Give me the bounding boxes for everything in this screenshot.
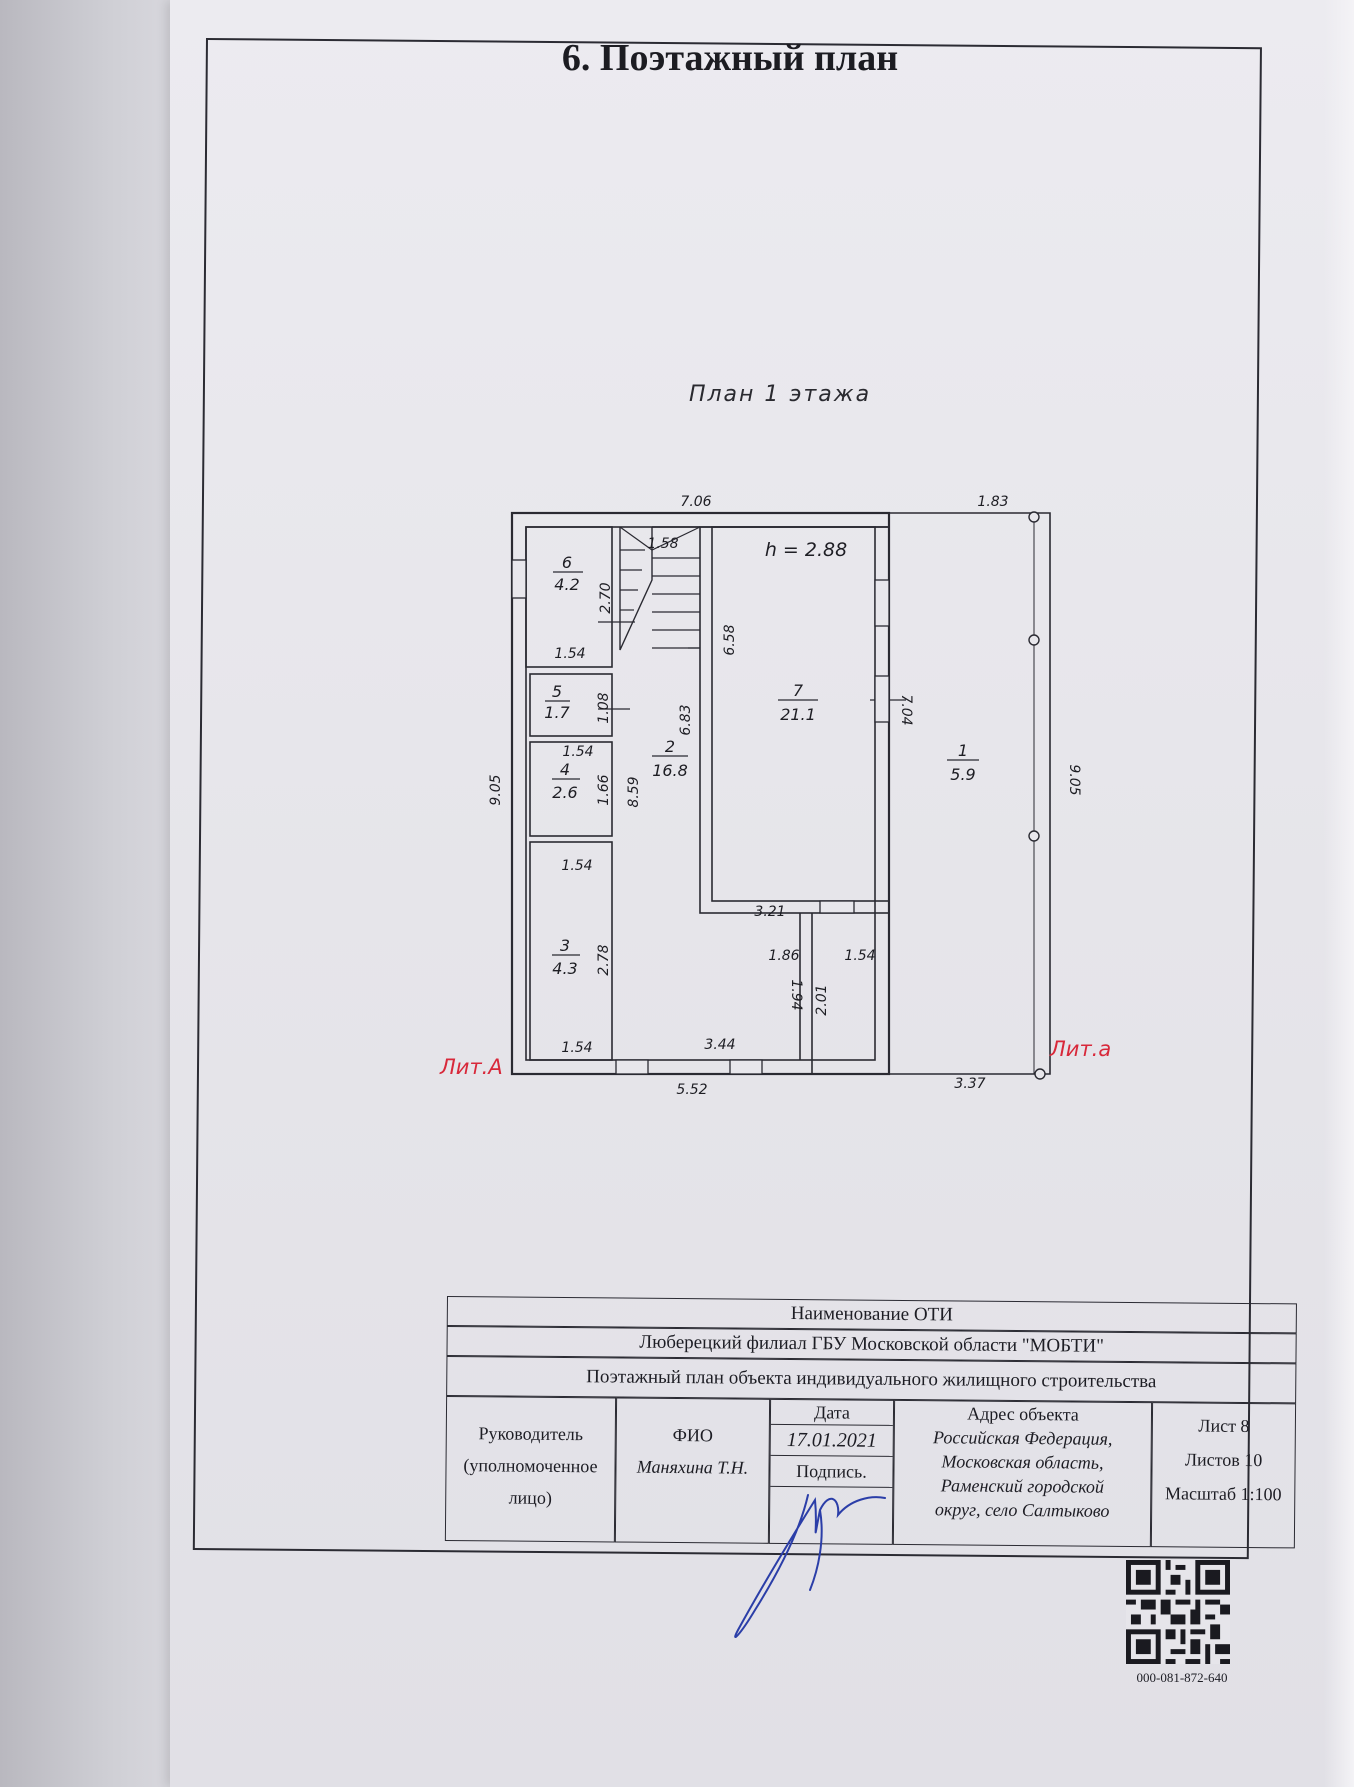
sheets-label: Листов 10 — [1184, 1449, 1263, 1471]
lit-main-label: Лит.А — [439, 1055, 503, 1079]
dim-top-main: 7.06 — [680, 494, 711, 510]
dim-room7-bottom: 3.21 — [754, 904, 785, 920]
sheet-edge — [1324, 0, 1354, 1787]
qr-code-icon — [1126, 1560, 1230, 1664]
dim-room4-width: 1.54 — [561, 858, 592, 874]
dim-top-annex: 1.83 — [977, 494, 1008, 510]
signature — [734, 1494, 886, 1638]
binding-shadow — [0, 0, 200, 1787]
head-label-2: (уполномоченное — [463, 1455, 598, 1477]
address-label: Адрес объекта — [967, 1403, 1079, 1425]
room1-number: 1 — [958, 741, 968, 760]
document-title: 6. Поэтажный план — [561, 37, 899, 79]
dim-hall-inner-height: 6.83 — [678, 704, 694, 735]
room2-area: 16.8 — [652, 761, 688, 780]
dim-bottom-main: 5.52 — [676, 1082, 707, 1098]
qr-code-number: 000-081-872-640 — [1136, 1670, 1228, 1685]
room2-number: 2 — [665, 737, 675, 756]
annex-post — [1028, 830, 1040, 842]
address-line-2: Московская область, — [941, 1451, 1104, 1473]
dim-vestibule-left: 1.94 — [788, 979, 804, 1010]
date-value: 17.01.2021 — [770, 1424, 893, 1457]
sheet-cell: Лист 8 Листов 10 Масштаб 1:100 — [1150, 1402, 1297, 1549]
dim-room4-height: 1.66 — [596, 774, 612, 805]
head-label-3: лицо) — [508, 1487, 552, 1508]
dim-room7-right: 7.04 — [898, 694, 914, 725]
annex-outline — [889, 512, 1051, 1075]
address-line-3: Раменский городской — [940, 1475, 1105, 1497]
room6-number: 6 — [562, 553, 572, 572]
head-cell: Руководитель (уполномоченное лицо) — [444, 1395, 617, 1543]
window-left — [511, 559, 527, 599]
annex-post — [1034, 1068, 1046, 1080]
fio-label: ФИО — [672, 1424, 713, 1446]
window-bottom-1 — [615, 1059, 649, 1075]
room5-number: 5 — [552, 682, 562, 701]
dim-hall-height: 8.59 — [626, 776, 642, 807]
room5-area: 1.7 — [544, 703, 570, 722]
scale-label: Масштаб 1:100 — [1164, 1483, 1282, 1505]
dim-bottom-annex: 3.37 — [954, 1076, 985, 1092]
room4-number: 4 — [560, 760, 570, 779]
dim-vestibule-right: 2.01 — [814, 984, 830, 1015]
stair-outline — [619, 527, 653, 651]
dim-stair-width: 1.58 — [647, 536, 678, 552]
window-bottom-2 — [729, 1059, 763, 1075]
head-label-1: Руководитель — [478, 1423, 584, 1445]
window-room7-2 — [874, 675, 890, 723]
room1-area: 5.9 — [950, 765, 975, 784]
date-label: Дата — [770, 1399, 894, 1426]
sheet-label: Лист 8 — [1198, 1415, 1250, 1437]
floor-plan: 6 4.2 5 1.7 4 2.6 3 4.3 2 16.8 7 21.1 1 … — [439, 494, 1110, 1098]
window-room7-bottom — [819, 900, 855, 914]
dim-room3-width: 1.54 — [561, 1040, 592, 1056]
room7-area: 21.1 — [780, 705, 816, 724]
address-line-4: округ, село Салтыково — [934, 1499, 1110, 1521]
annex-post — [1028, 634, 1040, 646]
room5-wall — [529, 673, 613, 737]
dim-room5-height: 1.08 — [596, 692, 612, 723]
address-cell: Адрес объекта Российская Федерация, Моск… — [892, 1399, 1153, 1548]
window-room7-1 — [874, 579, 890, 627]
room3-number: 3 — [560, 936, 570, 955]
room7-number: 7 — [793, 681, 804, 700]
dim-room6-height: 2.70 — [598, 582, 614, 613]
lit-annex-label: Лит.а — [1049, 1037, 1110, 1061]
annex-post — [1028, 511, 1040, 523]
room4-wall — [529, 741, 613, 837]
dim-right-height: 9.05 — [1066, 764, 1082, 795]
dim-room5-width: 1.54 — [562, 744, 593, 760]
dim-corridor-width: 1.86 — [768, 948, 799, 964]
dim-room3-height: 2.78 — [596, 944, 612, 975]
room3-area: 4.3 — [552, 959, 577, 978]
paper-sheet — [170, 0, 1354, 1787]
stair-steps — [620, 549, 700, 649]
dim-hall-bottom: 3.44 — [704, 1037, 735, 1053]
room6-area: 4.2 — [554, 575, 579, 594]
dim-room6-width: 1.54 — [554, 646, 585, 662]
dim-left-height: 9.05 — [488, 774, 504, 805]
plan-title: План 1 этажа — [688, 382, 872, 407]
height-label: h = 2.88 — [765, 539, 847, 561]
address-line-1: Российская Федерация, — [933, 1427, 1113, 1449]
room3-wall — [529, 841, 613, 1061]
dim-bottom-right-wall: 1.54 — [844, 948, 875, 964]
room4-area: 2.6 — [552, 783, 577, 802]
dim-room7-height: 6.58 — [722, 624, 738, 655]
